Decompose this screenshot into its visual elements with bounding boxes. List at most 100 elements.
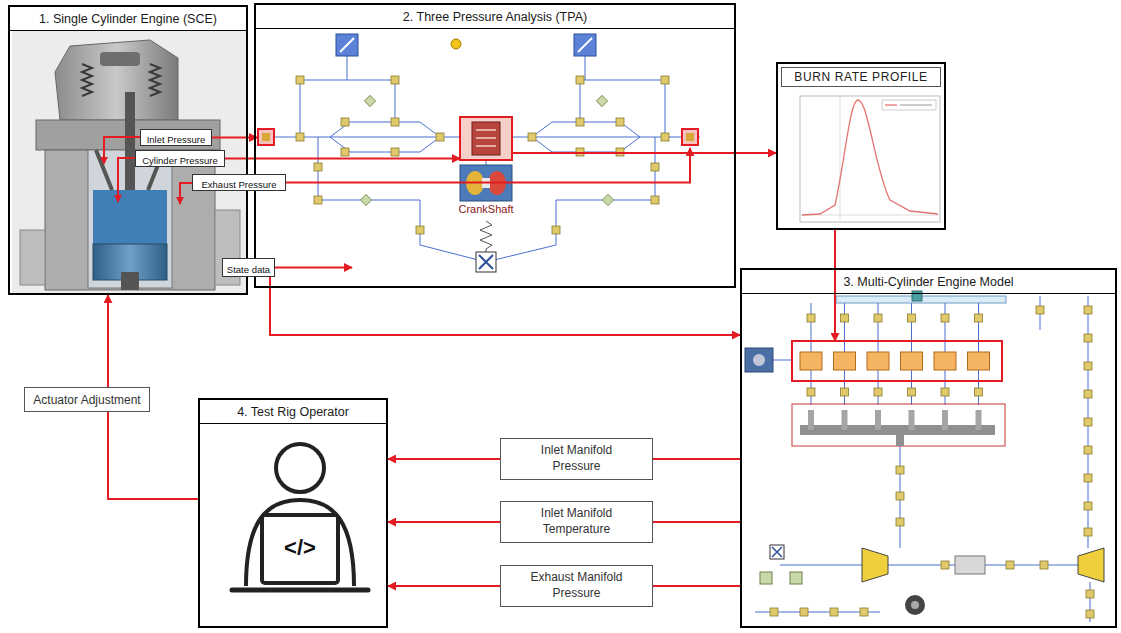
multi-cylinder-schematic [792,404,1005,446]
text-holder: Cylinder Pressure [142,150,218,168]
text-holder: Inlet Manifold Temperature [523,506,631,537]
multi-cylinder-schematic [934,352,956,370]
tpa-schematic [616,118,624,126]
sensor-pointer [104,137,192,204]
panel-title: 1. Single Cylinder Engine (SCE) [39,12,217,26]
text-holder: Actuator Adjustment [33,390,140,409]
connector-arrow [275,267,352,269]
tpa-schematic [480,221,492,252]
multi-cylinder-schematic [975,388,983,396]
code-glyph: </> [270,535,330,561]
multi-cylinder-schematic [1084,528,1092,536]
tpa-schematic [300,56,395,137]
multi-cylinder-schematic [1078,548,1104,582]
burn-rate-chart [800,96,940,222]
signal-label: Inlet Manifold Temperature [523,506,631,537]
tpa-schematic [661,133,669,141]
text-holder: 4. Test Rig Operator [200,400,386,424]
connector-arrow [107,295,109,387]
multi-cylinder-schematic [790,572,802,584]
tag-label: Inlet Pressure [147,134,206,145]
burn-rate-chart [885,104,897,105]
engine-render [12,31,246,293]
multi-cylinder-schematic [760,572,772,584]
panel-frame: 2. Three Pressure Analysis (TPA) [254,3,736,288]
sensor-pointer [118,158,135,202]
tpa-schematic [552,226,560,234]
tpa-schematic [341,118,349,126]
text-holder: Exhaust Manifold Pressure [523,570,631,601]
tpa-schematic [528,133,536,141]
tpa-schematic [574,34,596,56]
burn-rate-chart [800,215,940,216]
multi-cylinder-schematic [755,296,1090,622]
tpa-schematic [391,118,399,126]
connector-arrow [653,585,740,587]
connector-arrow [108,412,198,499]
tpa-schematic [686,133,694,141]
tpa-schematic [479,255,493,269]
tpa-schematic [661,76,669,84]
tpa-schematic [340,38,354,52]
multi-cylinder-schematic [908,314,916,322]
multi-cylinder-schematic [807,314,815,322]
multi-cylinder-schematic [896,492,904,500]
engine-render [93,190,167,244]
operator-figure [276,444,324,492]
multi-cylinder-schematic [841,388,849,396]
tpa-schematic [578,38,592,52]
multi-cylinder-schematic [1084,334,1092,342]
connector-arrow [512,152,776,154]
text-holder: 2. Three Pressure Analysis (TPA) [256,5,734,29]
tpa-schematic [472,122,500,155]
multi-cylinder-schematic [792,341,1002,381]
text-holder: 3. Multi-Cylinder Engine Model [742,270,1115,294]
tag-label: Cylinder Pressure [142,155,218,166]
multi-cylinder-schematic [1084,502,1092,510]
connector-arrow [212,137,257,139]
multi-cylinder-schematic [1040,561,1048,569]
signal-tag: Exhaust Pressure [192,174,286,191]
text-holder: Inlet Pressure [147,129,206,147]
burn-rate-chart [882,100,936,110]
sensor-pointer [180,183,192,204]
multi-cylinder-schematic [770,608,778,616]
chart-panel: BURN RATE PROFILE [776,62,946,230]
engine-render [150,64,160,96]
engine-render [12,31,246,293]
connector-arrow [388,585,500,587]
multi-cylinder-schematic [874,314,882,322]
multi-cylinder-schematic [912,291,922,301]
multi-cylinder-schematic [834,352,856,370]
tpa-schematic [651,163,659,171]
engine-render [55,40,178,120]
multi-cylinder-schematic [811,303,979,405]
panel-frame: 3. Multi-Cylinder Engine Model [740,268,1117,628]
chart-title: BURN RATE PROFILE [794,70,927,84]
multi-cylinder-schematic [807,388,815,396]
multi-cylinder-schematic [896,466,904,474]
multi-cylinder-schematic [1084,418,1092,426]
text-holder: State data [227,259,270,277]
burn-rate-chart [840,96,841,222]
multi-cylinder-schematic [770,306,1094,618]
multi-cylinder-schematic [800,608,808,616]
tpa-schematic [360,194,371,205]
tpa-schematic [296,133,304,141]
text-holder: Inlet Manifold Pressure [523,443,631,474]
operator-figure [262,515,338,583]
multi-cylinder-schematic [811,410,979,430]
multi-cylinder-schematic [862,548,888,582]
connector-arrow [270,277,740,335]
text-holder: 1. Single Cylinder Engine (SCE) [10,7,246,31]
signal-label: Actuator Adjustment [33,393,140,409]
connector-arrow [225,158,460,160]
multi-cylinder-schematic [975,314,983,322]
signal-tag: State data [222,258,275,277]
tpa-schematic [341,148,349,156]
connector-arrow [388,521,500,523]
signal-box: Actuator Adjustment [24,387,150,412]
